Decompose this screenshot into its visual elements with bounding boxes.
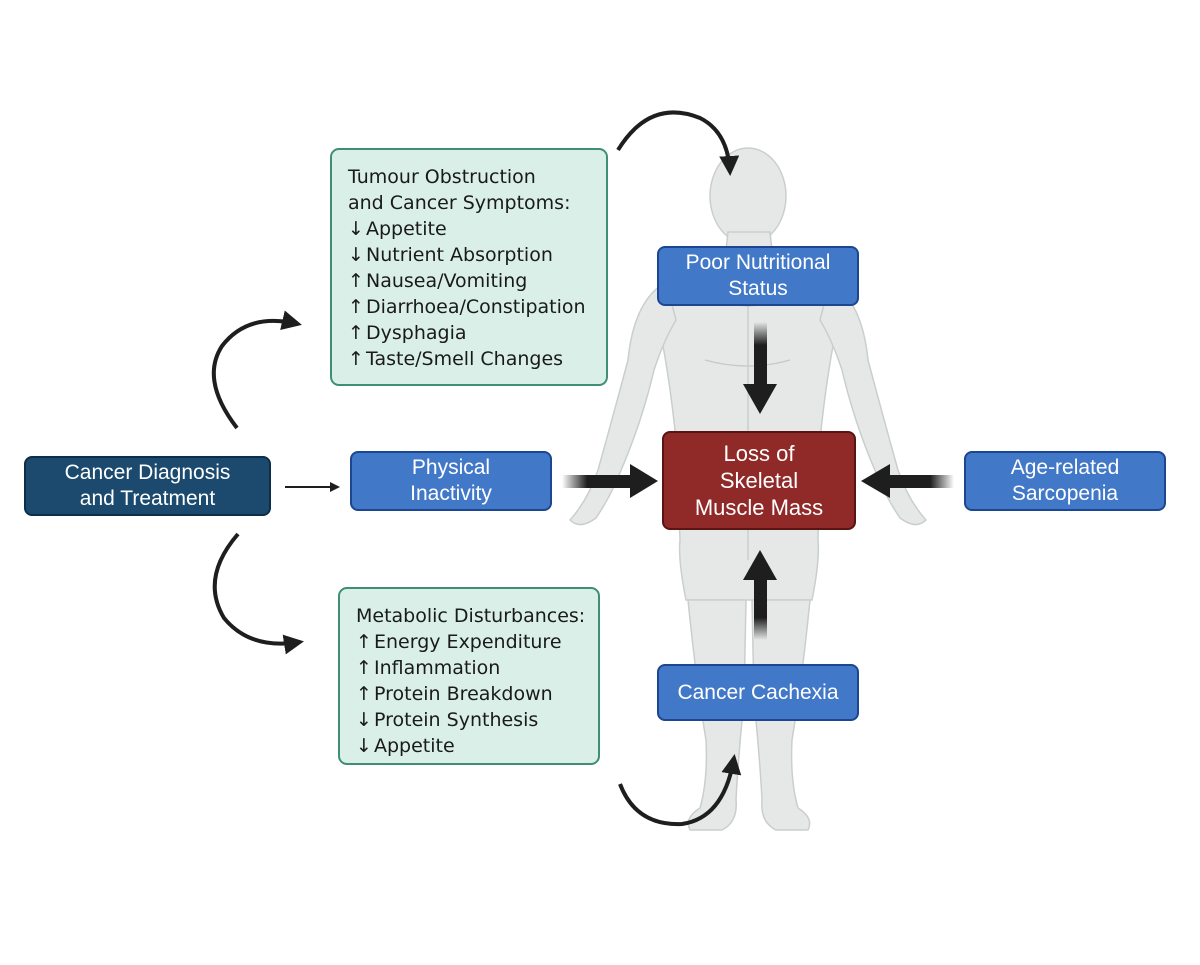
increase-arrow-icon: ↑ [348, 348, 364, 370]
decrease-arrow-icon: ↓ [356, 709, 372, 731]
tumour-symptoms-box: Tumour Obstruction and Cancer Symptoms: … [330, 148, 608, 386]
metabolic-header: Metabolic Disturbances: [356, 605, 586, 627]
cachexia-line-1: Cancer Cachexia [677, 680, 839, 704]
metabolic-disturbances-box: Metabolic Disturbances: ↑Energy Expendit… [338, 587, 600, 765]
decrease-arrow-icon: ↓ [348, 218, 364, 240]
loss-muscle-line-1: Loss of [723, 441, 795, 466]
metabolic-item-label: Protein Breakdown [374, 683, 553, 705]
physical-inactivity-line-1: Physical [411, 456, 491, 479]
tumour-item-label: Diarrhoea/Constipation [366, 296, 586, 318]
cancer-diagnosis-line-2: and Treatment [79, 487, 216, 510]
tumour-header-line-2: and Cancer Symptoms: [348, 192, 571, 214]
tumour-item: ↑Dysphagia [348, 320, 590, 346]
cancer-cachexia-box: Cancer Cachexia [657, 664, 859, 721]
poor-nutritional-status-box: Poor Nutritional Status [657, 246, 859, 306]
arrow-cachexia-to-loss [743, 550, 777, 580]
physical-inactivity-line-2: Inactivity [410, 482, 492, 505]
tumour-item: ↑Nausea/Vomiting [348, 268, 590, 294]
tumour-item-label: Taste/Smell Changes [366, 348, 564, 370]
arrow-curve-to-head [616, 110, 740, 176]
age-related-sarcopenia-box: Age-related Sarcopenia [964, 451, 1166, 511]
arrow-curve-to-legs [618, 754, 742, 827]
tumour-item-label: Appetite [366, 218, 447, 240]
decrease-arrow-icon: ↓ [356, 735, 372, 757]
increase-arrow-icon: ↑ [348, 322, 364, 344]
arrow-nutrition-to-loss [743, 384, 777, 414]
loss-muscle-line-2: Skeletal [719, 468, 799, 493]
arrow-curve-to-metabolic-box [212, 532, 304, 655]
metabolic-item: ↓Protein Synthesis [356, 707, 582, 733]
poor-nutrition-line-2: Status [728, 277, 788, 300]
cancer-diagnosis-box: Cancer Diagnosis and Treatment [24, 456, 271, 516]
tumour-item: ↓Appetite [348, 216, 590, 242]
decrease-arrow-icon: ↓ [348, 244, 364, 266]
tumour-header-line-1: Tumour Obstruction [348, 166, 536, 188]
metabolic-item-label: Appetite [374, 735, 455, 757]
loss-muscle-line-3: Muscle Mass [694, 495, 824, 520]
metabolic-item-label: Inflammation [374, 657, 501, 679]
metabolic-item: ↓Appetite [356, 733, 582, 759]
cancer-diagnosis-line-1: Cancer Diagnosis [64, 461, 231, 484]
arrow-inactivity-to-loss [630, 464, 658, 498]
loss-of-muscle-mass-box: Loss of Skeletal Muscle Mass [662, 431, 856, 530]
tumour-item-label: Nausea/Vomiting [366, 270, 528, 292]
arrow-curve-to-tumour-box [211, 310, 302, 430]
tumour-item-label: Nutrient Absorption [366, 244, 553, 266]
increase-arrow-icon: ↑ [348, 296, 364, 318]
increase-arrow-icon: ↑ [356, 631, 372, 653]
tumour-item: ↓Nutrient Absorption [348, 242, 590, 268]
sarcopenia-line-1: Age-related [1010, 456, 1120, 479]
metabolic-item-label: Energy Expenditure [374, 631, 562, 653]
increase-arrow-icon: ↑ [356, 657, 372, 679]
increase-arrow-icon: ↑ [356, 683, 372, 705]
sarcopenia-line-2: Sarcopenia [1011, 482, 1119, 505]
metabolic-item: ↑Protein Breakdown [356, 681, 582, 707]
tumour-item: ↑Taste/Smell Changes [348, 346, 590, 372]
metabolic-item: ↑Inflammation [356, 655, 582, 681]
arrow-sarcopenia-to-loss [861, 464, 890, 498]
straight-arrows [285, 322, 954, 640]
physical-inactivity-box: Physical Inactivity [350, 451, 552, 511]
poor-nutrition-line-1: Poor Nutritional [685, 251, 831, 274]
curved-arrows [211, 110, 742, 827]
metabolic-item: ↑Energy Expenditure [356, 629, 582, 655]
metabolic-item-label: Protein Synthesis [374, 709, 539, 731]
tumour-item: ↑Diarrhoea/Constipation [348, 294, 590, 320]
tumour-item-label: Dysphagia [366, 322, 467, 344]
increase-arrow-icon: ↑ [348, 270, 364, 292]
